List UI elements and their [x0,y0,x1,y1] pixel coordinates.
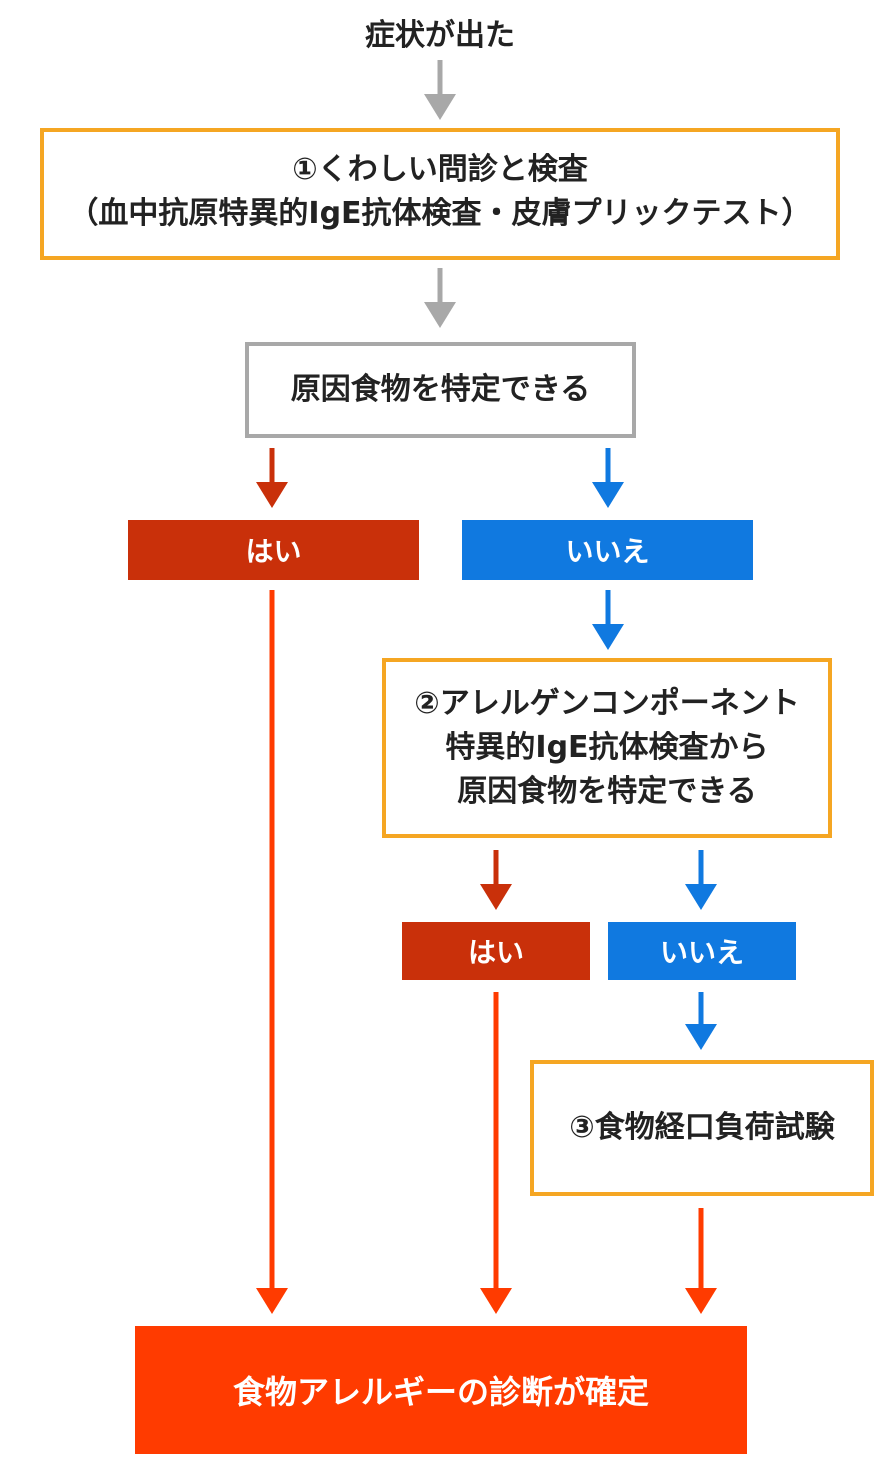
yes2-badge: はい [402,922,590,980]
step2-line2: 特異的IgE抗体検査から [445,730,769,765]
arrowhead-step1-to-question1 [424,302,456,328]
question1-box: 原因食物を特定できる [245,342,636,438]
arrowhead-step3-to-result [685,1288,717,1314]
arrowhead-step2-to-yes2 [480,884,512,910]
arrowhead-yes2-to-result [480,1288,512,1314]
arrowhead-yes1-to-result [256,1288,288,1314]
step2-line1: ②アレルゲンコンポーネント [414,686,800,721]
arrowhead-start-to-step1 [424,94,456,120]
arrowhead-question1-to-no1 [592,482,624,508]
arrowhead-step2-to-no2 [685,884,717,910]
step1-line1: ①くわしい問診と検査 [292,152,588,187]
step1-box: ①くわしい問診と検査 （血中抗原特異的IgE抗体検査・皮膚プリックテスト） [40,128,840,260]
arrowhead-question1-to-yes1 [256,482,288,508]
step2-line3: 原因食物を特定できる [457,774,757,809]
start-label: 症状が出た [365,18,515,53]
result-box: 食物アレルギーの診断が確定 [135,1326,747,1454]
arrowhead-no1-to-step2 [592,624,624,650]
yes1-badge: はい [128,520,419,580]
step3-box: ③食物経口負荷試験 [530,1060,874,1196]
arrowhead-no2-to-step3 [685,1024,717,1050]
step1-line2: （血中抗原特異的IgE抗体検査・皮膚プリックテスト） [68,196,812,231]
step2-box: ②アレルゲンコンポーネント 特異的IgE抗体検査から 原因食物を特定できる [382,658,832,838]
no2-badge: いいえ [608,922,796,980]
no1-badge: いいえ [462,520,753,580]
